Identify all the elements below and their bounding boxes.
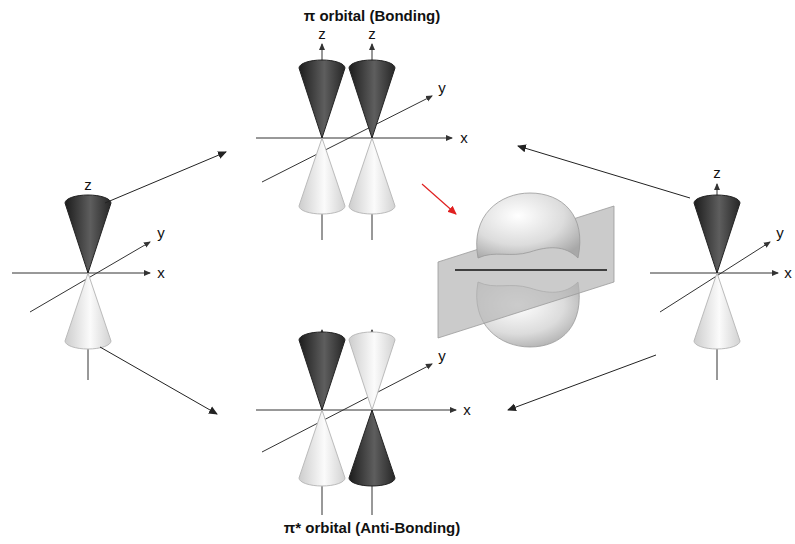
axis-label: x [157,265,165,282]
axis-label: x [463,402,471,419]
p-orbital-right [650,184,778,380]
red-arrow [422,184,456,214]
axis-label: y [438,348,446,365]
axis-label: x [784,265,792,282]
axis-label: y [438,80,446,97]
combination-arrows [100,146,690,414]
axis-label: y [776,225,784,242]
axis-label: x [460,130,468,147]
pi-antibonding-orbital [256,330,456,515]
pi-bonding-orbital [256,44,452,240]
axis-label: z [713,165,721,182]
orbital-title: π* orbital (Anti-Bonding) [284,520,460,537]
axis-label: y [157,225,165,242]
axis-label: z [318,26,326,43]
p-orbital-left [12,195,150,380]
axis-label: z [84,177,92,194]
orbital-title: π orbital (Bonding) [304,8,440,25]
pi-bond-3d [438,193,614,347]
axis-label: z [368,26,376,43]
